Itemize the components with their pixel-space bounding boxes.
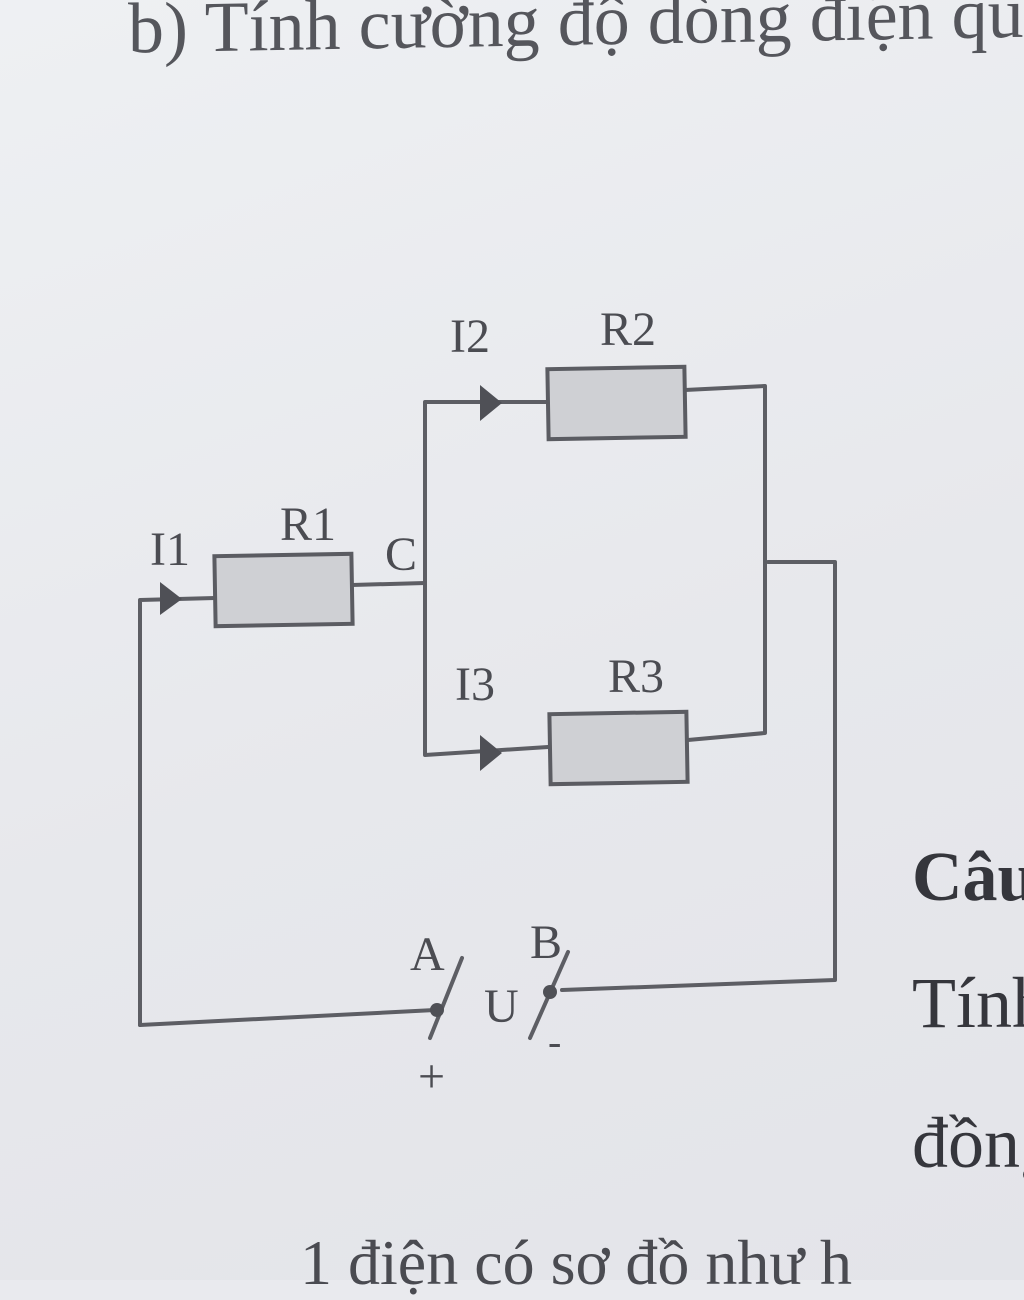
label-i1: I1	[150, 523, 190, 576]
side-text-tinh: Tính	[912, 963, 1024, 1043]
arrow-i1	[160, 582, 182, 615]
side-text-cau: Câu	[912, 839, 1024, 916]
label-r1: R1	[280, 498, 336, 551]
label-b: B	[530, 916, 562, 969]
label-plus: +	[418, 1050, 445, 1103]
wire-right-return	[560, 560, 837, 992]
resistor-r3	[547, 709, 690, 787]
terminal-b-dot	[543, 985, 557, 999]
label-r3: R3	[608, 650, 664, 703]
label-a: A	[410, 928, 445, 981]
resistor-r1	[212, 551, 355, 629]
wire-right-parallel	[683, 384, 767, 742]
terminal-a-dot	[430, 1003, 444, 1017]
wire-bottom-left	[138, 1008, 437, 1027]
label-r2: R2	[600, 303, 656, 356]
label-minus: -	[548, 1019, 561, 1064]
wire-left-loop	[138, 596, 217, 1027]
arrow-i2	[480, 385, 502, 421]
wire-r1-to-c	[350, 581, 427, 587]
label-i3: I3	[455, 658, 495, 711]
bottom-text: 1 điện có sơ đồ như h	[300, 1227, 853, 1298]
label-i2: I2	[450, 310, 490, 363]
label-c: C	[385, 528, 417, 581]
arrow-i3	[480, 735, 502, 771]
resistor-r2	[545, 364, 688, 442]
side-text-dong: đồng	[912, 1103, 1024, 1183]
label-u: U	[484, 980, 519, 1033]
terminal-a-stroke	[428, 956, 464, 1040]
